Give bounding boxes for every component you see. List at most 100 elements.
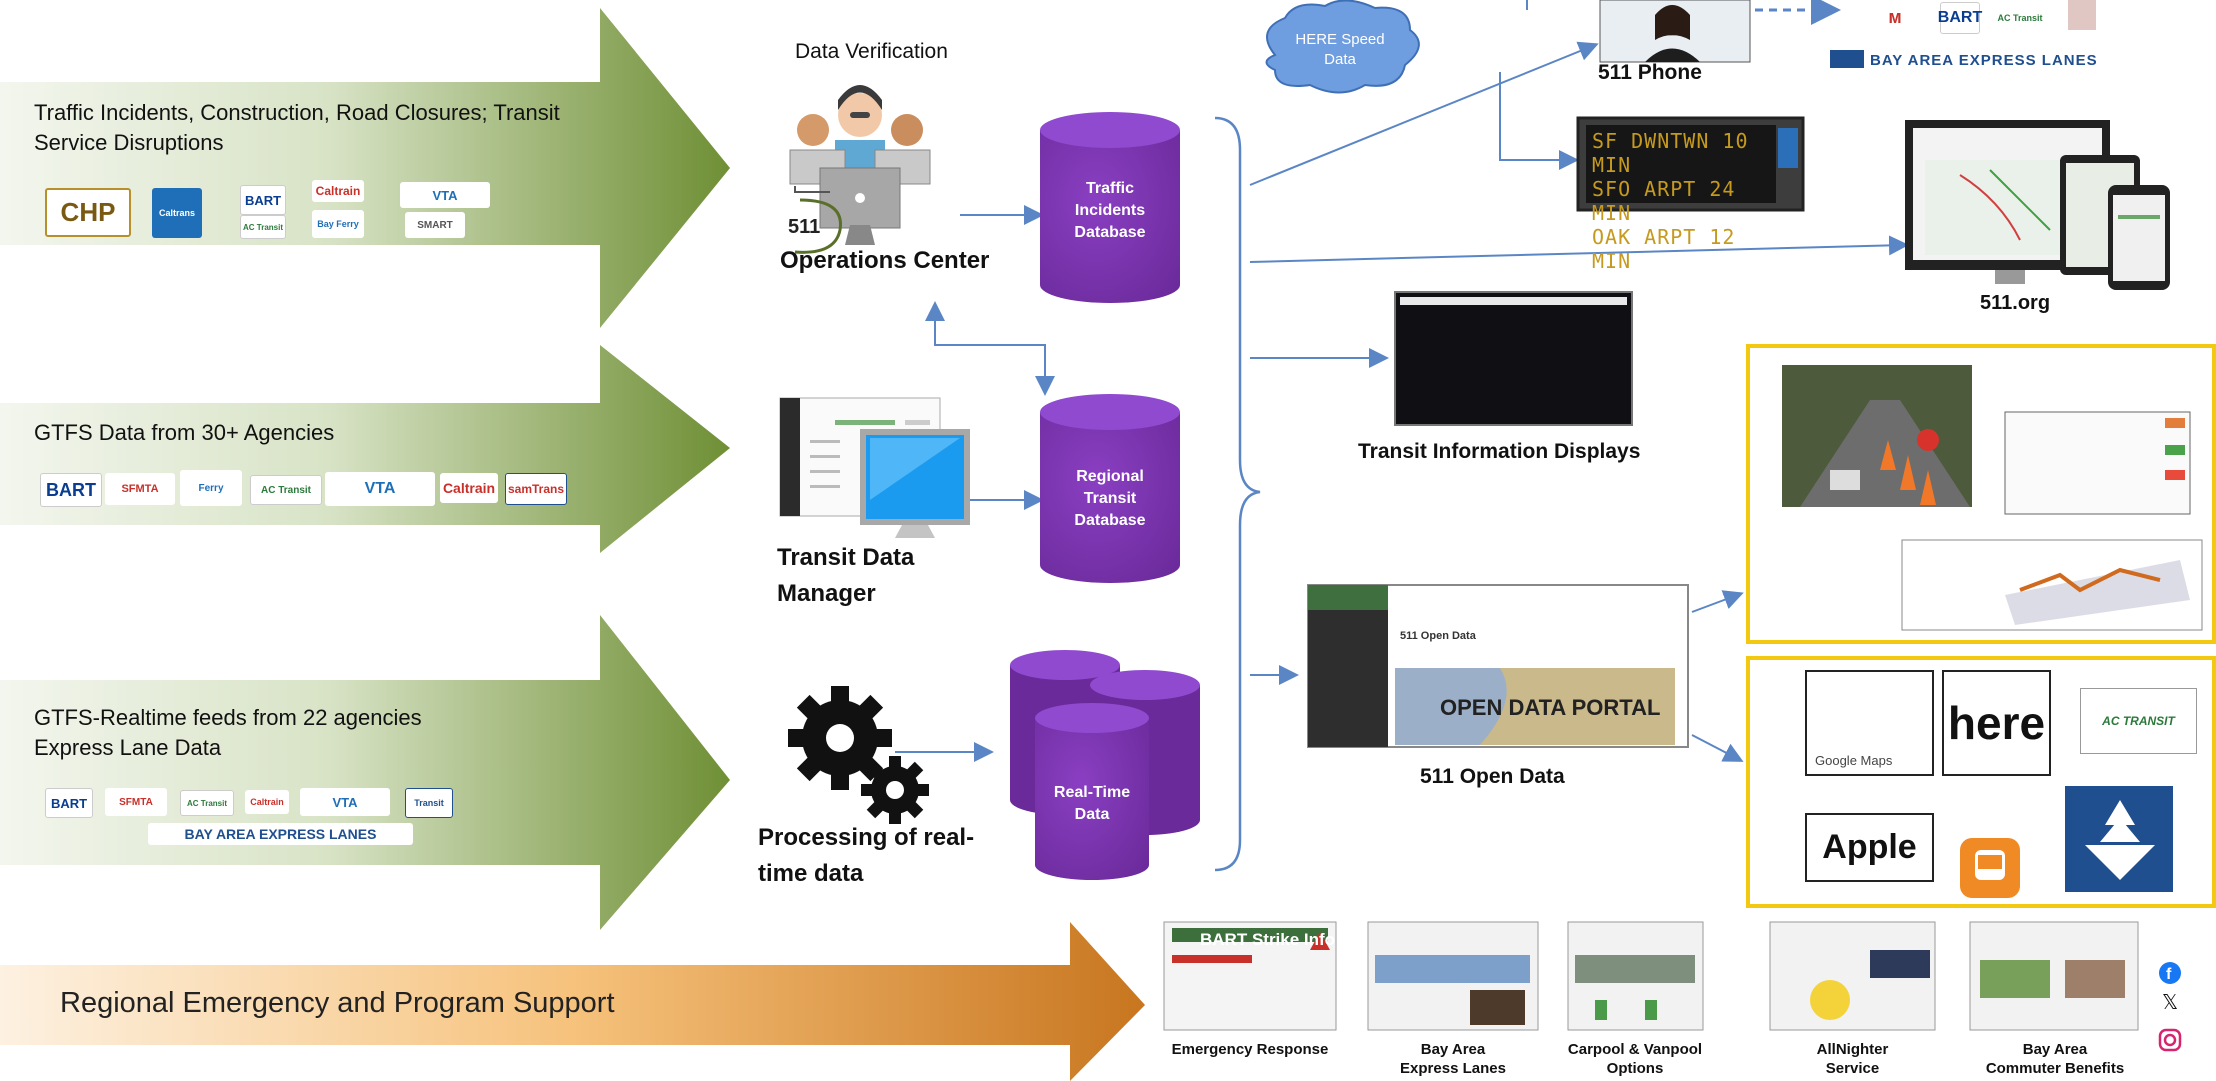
x-icon[interactable] <box>2157 990 2183 1016</box>
511-phone-image <box>1599 0 1751 63</box>
program-4-line-1: AllNighter <box>1816 1041 1889 1058</box>
google-maps-tile[interactable]: Google Maps <box>1805 670 1934 776</box>
express-lanes-top: BAY AREA EXPRESS LANES <box>1870 52 2098 69</box>
program-emergency-response[interactable]: Emergency Response <box>1155 1040 1345 1059</box>
yellow-box-1-images <box>1782 365 2203 631</box>
here-tile[interactable]: here <box>1942 670 2051 776</box>
sign-line-1: SF DWNTWN 10 MIN <box>1592 129 1749 177</box>
here-speed-cloud <box>1265 0 1420 94</box>
here-logo-text: here <box>1947 697 2046 749</box>
emergency-label: Regional Emergency and Program Support <box>60 987 615 1019</box>
facebook-icon[interactable] <box>2157 960 2183 986</box>
program-3-line-1: Carpool & Vanpool <box>1567 1041 1703 1058</box>
source-3-line-1: GTFS-Realtime feeds from 22 agencies <box>34 705 422 730</box>
program-2-line-2: Express Lanes <box>1400 1060 1506 1077</box>
transit-manager-line-2: Manager <box>777 580 876 607</box>
logo-caltrain-3: Caltrain <box>245 790 289 814</box>
logo-top-ac: AC Transit <box>1995 8 2045 28</box>
511-phone-label: 511 Phone <box>1598 61 1702 84</box>
transit-data-manager-label: Transit Data Manager <box>777 540 914 612</box>
ac-transit-tile[interactable]: AC TRANSIT <box>2080 688 2197 754</box>
program-1-line-1: Emergency Response <box>1171 1041 1329 1058</box>
program-thumbnails <box>1163 921 2139 1031</box>
realtime-db-line-2: Data <box>1074 806 1110 823</box>
logo-ferry-2: Ferry <box>180 470 242 506</box>
third-party-apps-box <box>1746 656 2216 908</box>
freeway-sign-text: SF DWNTWN 10 MIN SFO ARPT 24 MIN OAK ARP… <box>1592 129 1772 273</box>
regional-db-line-2: Transit <box>1083 490 1137 507</box>
traffic-db-line-1: Traffic <box>1085 180 1134 197</box>
transit-app-icon[interactable] <box>1960 838 2020 898</box>
open-data-screenshot <box>1307 584 1689 748</box>
program-5-line-1: Bay Area <box>2022 1041 2088 1058</box>
partner-tools-box <box>1746 344 2216 644</box>
traffic-db-line-3: Database <box>1074 224 1146 241</box>
source-1-line-1: Traffic Incidents, Construction, Road Cl… <box>34 100 560 125</box>
logo-ferry: Bay Ferry <box>312 210 364 238</box>
logo-sfmta-2: SFMTA <box>105 788 167 816</box>
transit-manager-illustration <box>779 397 970 538</box>
program-4-line-2: Service <box>1825 1060 1880 1077</box>
google-maps-label: Google Maps <box>1815 753 1893 768</box>
traffic-incidents-database <box>1040 112 1180 303</box>
apple-tile[interactable]: Apple <box>1805 813 1934 882</box>
logo-bart-2: BART <box>40 473 102 507</box>
sign-line-3: OAK ARPT 12 MIN <box>1592 225 1736 273</box>
processing-line-1: Processing of real- <box>758 824 975 851</box>
open-data-heading: 511 Open Data <box>1400 630 1476 642</box>
transit-info-display <box>1394 291 1633 426</box>
emergency-arrow <box>0 922 1145 1081</box>
program-carpool[interactable]: Carpool & Vanpool Options <box>1545 1040 1725 1078</box>
source-arrow-3 <box>0 615 730 930</box>
brace <box>1214 116 1261 872</box>
data-verification-label: Data Verification <box>795 40 948 63</box>
program-commuter-benefits[interactable]: Bay Area Commuter Benefits <box>1960 1040 2150 1078</box>
logo-smart: SMART <box>405 212 465 238</box>
source-2-text: GTFS Data from 30+ Agencies <box>34 418 634 448</box>
svg-text:f: f <box>2166 966 2172 983</box>
program-express-lanes[interactable]: Bay Area Express Lanes <box>1358 1040 1548 1078</box>
511-open-data-label[interactable]: 511 Open Data <box>1420 765 1565 788</box>
logo-top-muni: ᴍ <box>1880 4 1910 30</box>
source-3-text: GTFS-Realtime feeds from 22 agencies Exp… <box>34 703 634 763</box>
operators-illustration <box>789 85 931 245</box>
program-2-line-1: Bay Area <box>1420 1041 1486 1058</box>
logo-bart-3: BART <box>45 788 93 818</box>
logo-vta-3: VTA <box>300 788 390 816</box>
here-speed-line-2: Data <box>1324 51 1356 68</box>
program-allnighter[interactable]: AllNighter Service <box>1760 1040 1945 1078</box>
source-1-line-2: Service Disruptions <box>34 130 224 155</box>
realtime-database-front <box>1035 703 1149 880</box>
operations-center-label: Operations Center <box>780 247 990 274</box>
open-data-portal-text: OPEN DATA PORTAL <box>1440 695 1661 720</box>
logo-ac-transit-3: AC Transit <box>180 790 234 816</box>
logo-ac-transit-2: AC Transit <box>250 475 322 505</box>
source-1-text: Traffic Incidents, Construction, Road Cl… <box>34 98 634 158</box>
realtime-db-label: Real-Time Data <box>1040 782 1144 826</box>
instagram-icon[interactable] <box>2157 1027 2183 1053</box>
logo-caltrans: Caltrans <box>152 188 202 238</box>
program-3-line-2: Options <box>1606 1060 1664 1077</box>
511-org-devices <box>1905 120 2170 290</box>
logo-sfmta: SFMTA <box>105 473 175 505</box>
ferry-app-icon[interactable] <box>2065 786 2173 892</box>
logo-samtrans: samTrans <box>505 473 567 505</box>
program-5-line-2: Commuter Benefits <box>1985 1060 2125 1077</box>
svg-text:𝕏: 𝕏 <box>2162 990 2178 1014</box>
regional-db-label: Regional Transit Database <box>1050 466 1170 532</box>
logo-caltrain: Caltrain <box>312 180 364 202</box>
traffic-db-line-2: Incidents <box>1074 202 1146 219</box>
freeway-sign <box>1576 116 1805 212</box>
regional-db-line-3: Database <box>1074 512 1146 529</box>
ac-transit-logo-text: AC TRANSIT <box>2102 714 2175 728</box>
transit-info-displays-label: Transit Information Displays <box>1358 440 1641 463</box>
here-speed-line-1: HERE Speed <box>1295 31 1385 48</box>
logo-chp: CHP <box>45 188 131 237</box>
transit-manager-line-1: Transit Data <box>777 544 915 571</box>
source-3-line-2: Express Lane Data <box>34 735 222 760</box>
apple-logo-text: Apple <box>1822 828 1917 866</box>
realtime-db-line-1: Real-Time <box>1053 784 1131 801</box>
logo-express-lanes: BAY AREA EXPRESS LANES <box>148 823 413 845</box>
511-org-label[interactable]: 511.org <box>1980 292 2051 314</box>
